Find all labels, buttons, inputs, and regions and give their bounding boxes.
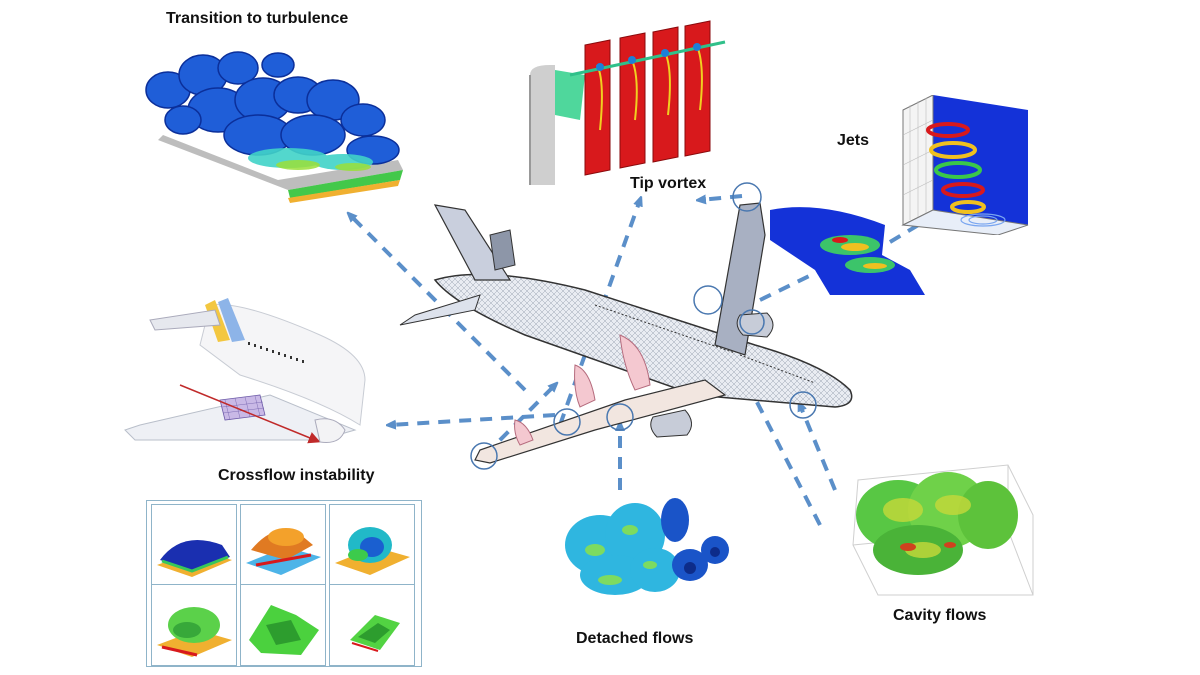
arrow-tip-vortex-left [700,194,743,200]
arrow-to-cavity-a [800,405,837,491]
wake-plume-image [770,207,925,295]
crossflow-cell-3 [329,504,415,586]
crossflow-cell-4 [151,584,237,666]
crossflow-cell-2 [240,504,326,586]
crossflow-wing-image [124,298,366,444]
crossflow-cell-5 [240,584,326,666]
cavity-flow-sim-image [852,464,1034,596]
tip-vortex-sim-image [529,20,726,185]
label-cavity: Cavity flows [893,607,987,624]
circle-nose [789,391,817,419]
detached-flow-sim-image [565,498,729,595]
label-transition: Transition to turbulence [166,10,349,27]
arrow-to-tip-vortex [558,200,640,426]
label-detached: Detached flows [576,630,694,647]
label-jets: Jets [837,132,870,149]
circle-flap [606,403,634,431]
circle-wing-mid [553,408,581,436]
crossflow-cell-1 [151,504,237,586]
arrow-to-crossflow [390,413,556,425]
circle-tail [693,285,723,315]
turbulence-sim-image [145,51,403,203]
crossflow-cell-6 [329,584,415,666]
label-crossflow: Crossflow instability [218,467,375,484]
circle-engine [739,309,765,335]
label-tip-vortex: Tip vortex [630,175,707,192]
arrow-from-wingtip [483,385,555,457]
arrow-to-cavity-b [720,330,822,526]
jet-sim-image [901,95,1029,235]
circle-wingtip [470,442,498,470]
circle-tip [732,182,762,212]
